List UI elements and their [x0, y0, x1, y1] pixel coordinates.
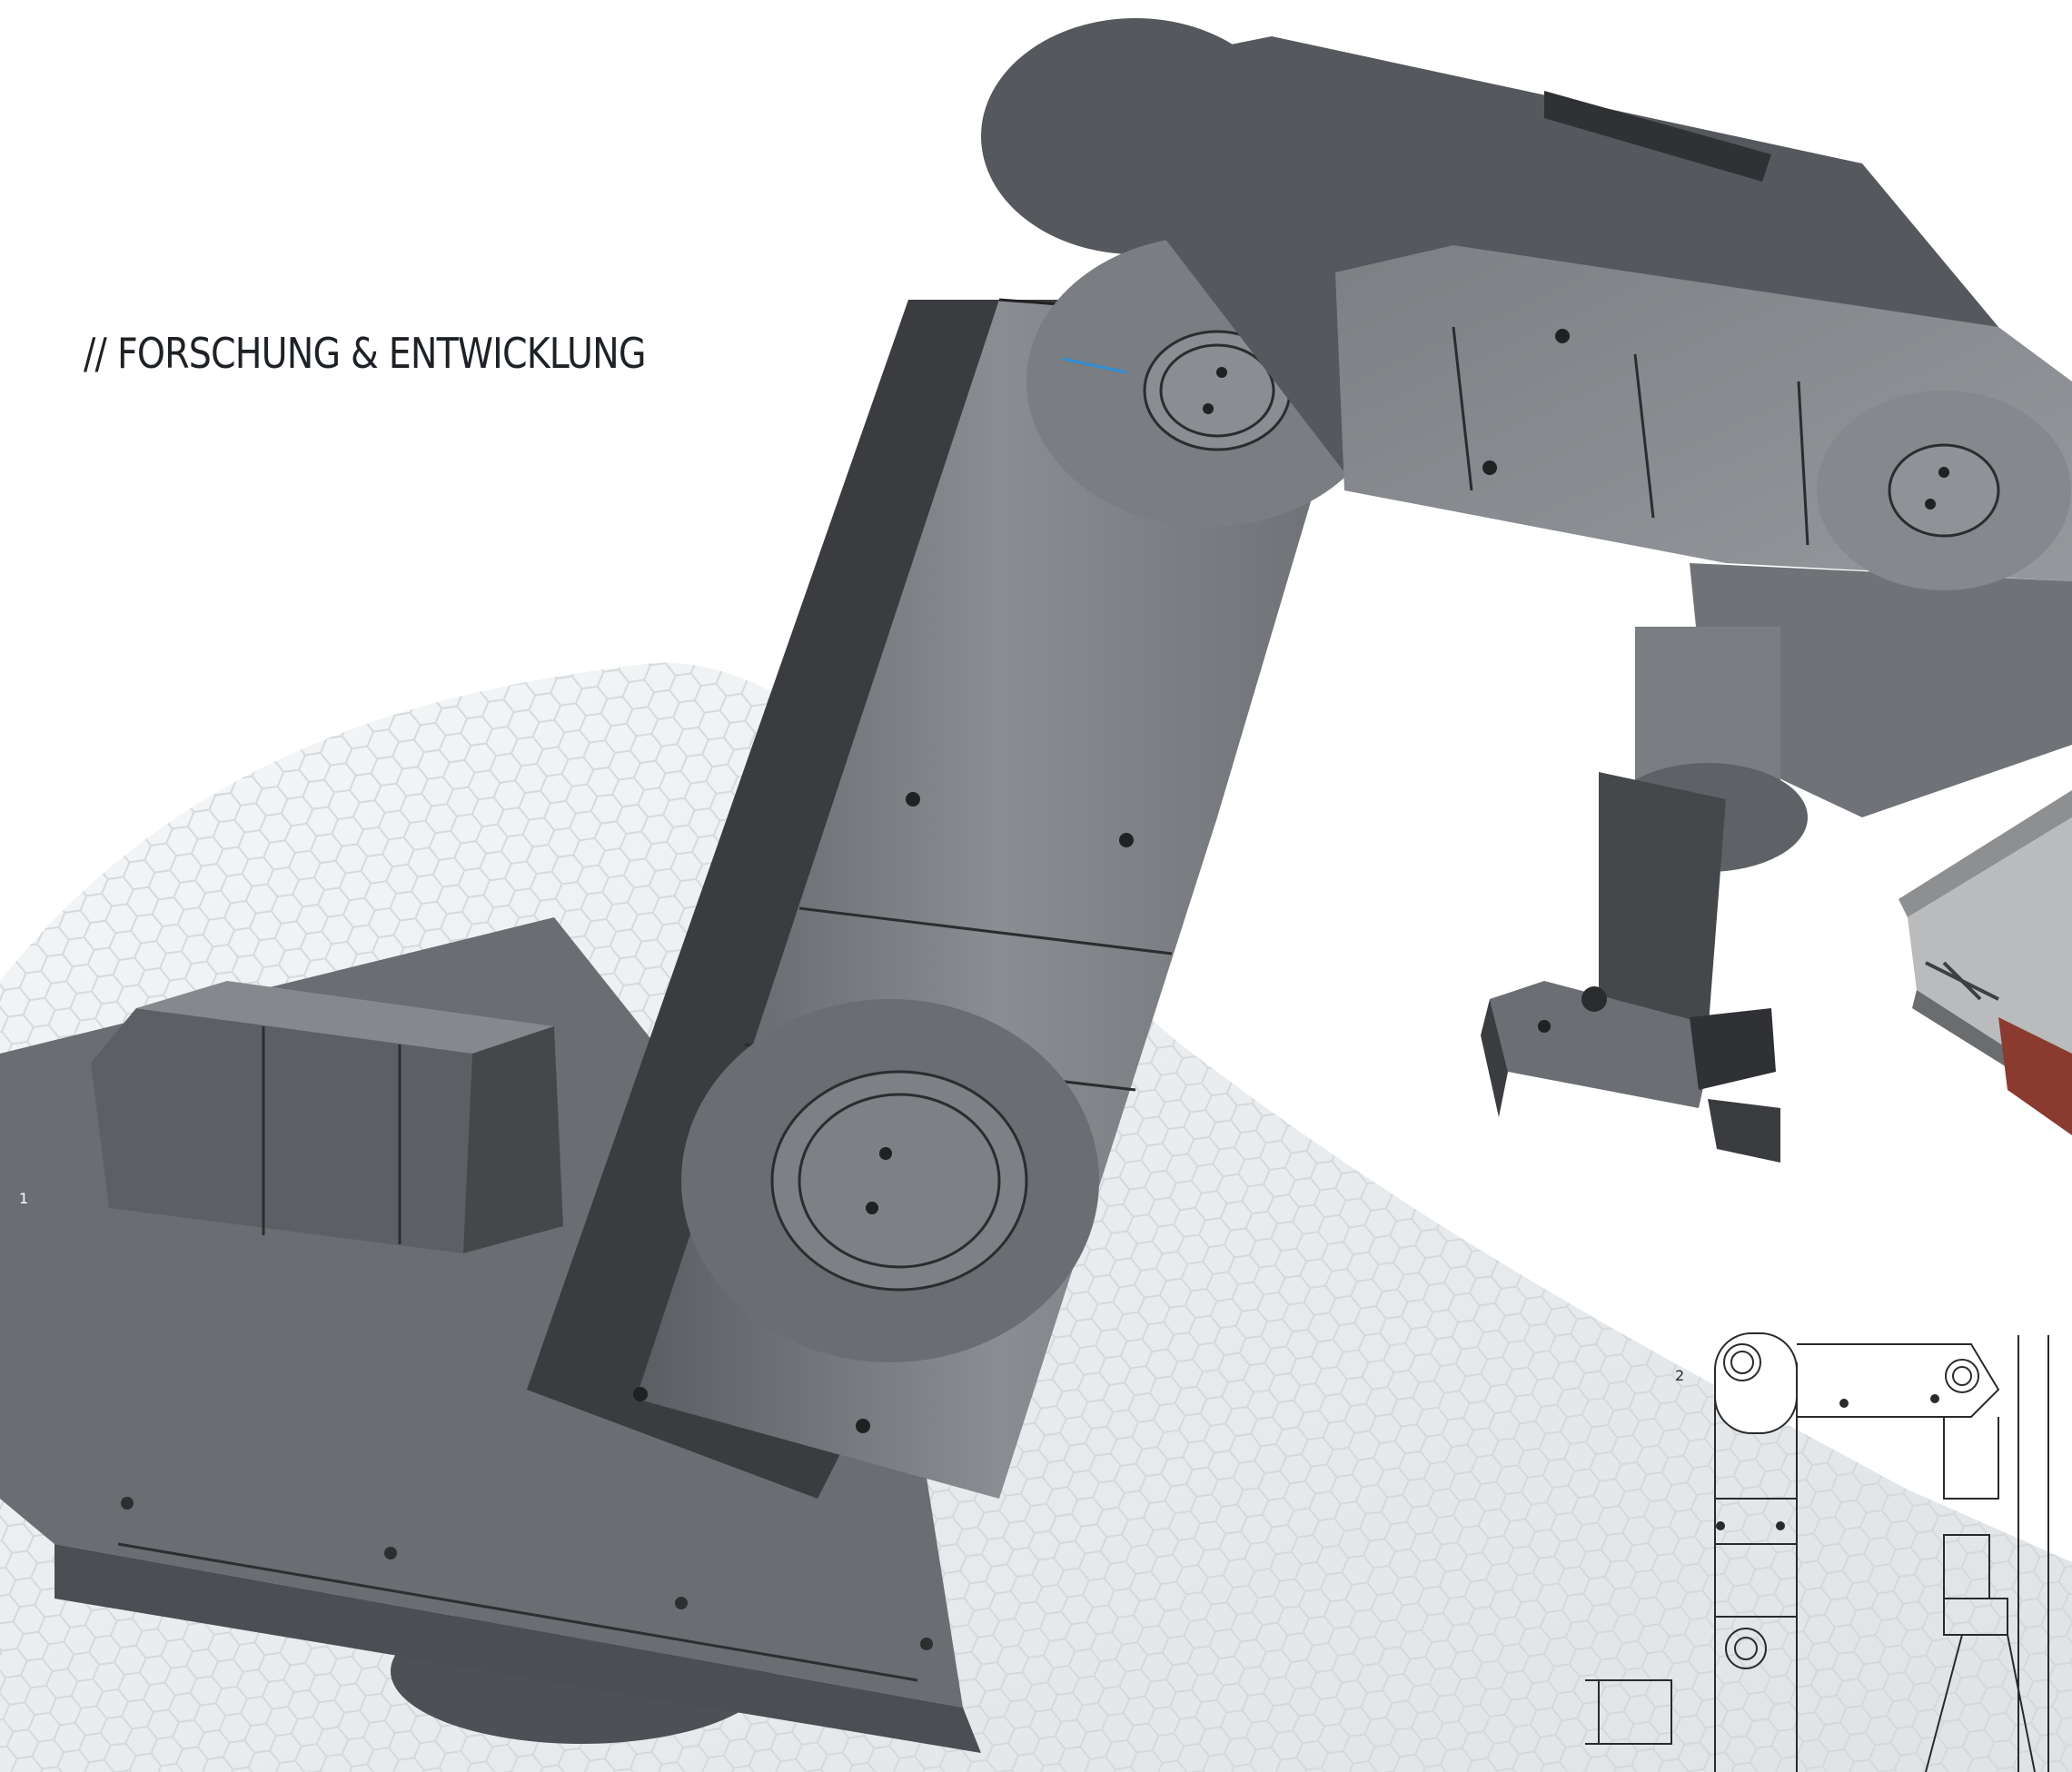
heading-prefix: //: [84, 329, 107, 378]
figure-label-1: 1: [19, 1190, 29, 1207]
figure-label-2: 2: [1675, 1367, 1685, 1384]
table-render: [1899, 790, 2072, 1135]
stepper-motor: [91, 981, 563, 1253]
heading-title: FORSCHUNG & ENTWICKLUNG: [116, 329, 647, 378]
shoulder-joint: [681, 999, 1099, 1362]
technical-drawing-inset: [1585, 1332, 2049, 1772]
gripper: [1481, 772, 1780, 1163]
section-heading: //FORSCHUNG & ENTWICKLUNG: [84, 329, 646, 378]
